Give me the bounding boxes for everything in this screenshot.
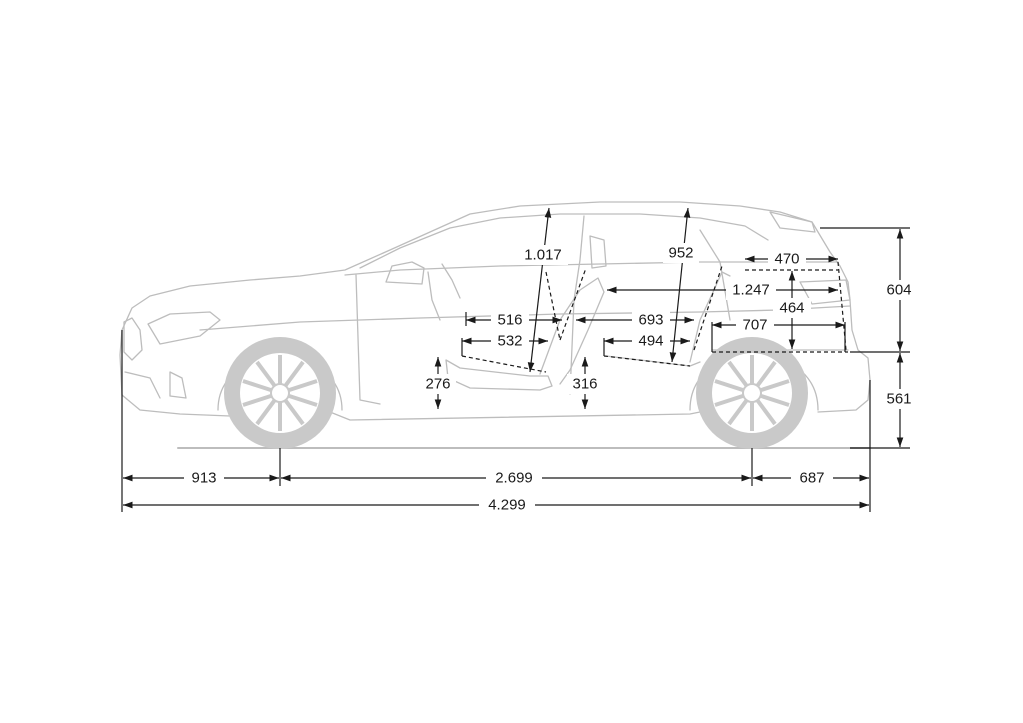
label-boot-floor: 707 [742, 317, 767, 334]
front-wheel [224, 337, 336, 449]
label-front-cushion: 532 [497, 333, 522, 350]
label-upper-height: 604 [886, 282, 911, 299]
label-boot-height: 464 [779, 300, 804, 317]
label-front-overhang: 913 [191, 470, 216, 487]
label-wheelbase: 2.699 [495, 470, 533, 487]
label-rear-seat-height: 316 [572, 376, 597, 393]
dimension-labels: 913 2.699 687 4.299 604 561 1.017 952 51… [184, 243, 918, 515]
label-front-seat-height: 276 [425, 376, 450, 393]
label-boot-top: 470 [774, 251, 799, 268]
rear-wheel [696, 337, 808, 449]
label-rear-overhang: 687 [799, 470, 824, 487]
label-rear-cushion: 494 [638, 333, 663, 350]
label-front-legroom: 516 [497, 312, 522, 329]
label-load-length: 1.247 [732, 282, 770, 299]
label-overall-length: 4.299 [488, 497, 526, 514]
label-sill-height: 561 [886, 391, 911, 408]
label-rear-headroom: 952 [668, 245, 693, 262]
label-front-headroom: 1.017 [524, 247, 562, 264]
label-rear-legroom: 693 [638, 312, 663, 329]
